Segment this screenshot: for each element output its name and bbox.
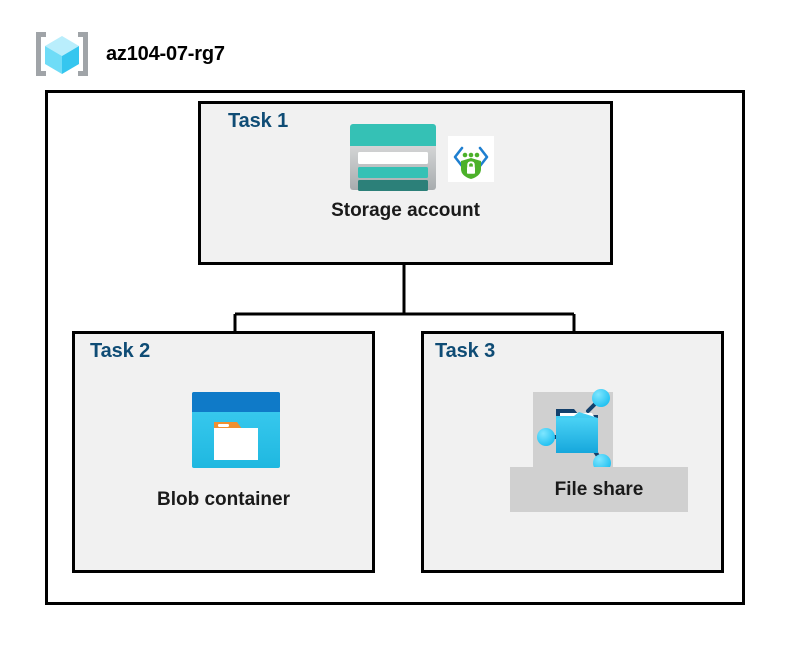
- task-3-label: Task 3: [435, 340, 496, 362]
- blob-container-caption: Blob container: [156, 489, 290, 510]
- secure-endpoint-shield-icon: [448, 136, 494, 182]
- page-title: az104-07-rg7: [106, 42, 225, 65]
- resource-group-header: az104-07-rg7: [32, 28, 225, 80]
- file-share-icon: [530, 385, 620, 477]
- task-2-label: Task 2: [90, 340, 151, 362]
- file-share-caption: File share: [510, 467, 688, 512]
- resource-group-icon: [36, 32, 88, 76]
- blob-container-icon: [190, 390, 282, 470]
- task-1-label: Task 1: [228, 110, 289, 132]
- storage-account-icon: [348, 122, 438, 192]
- storage-account-caption: Storage account: [331, 200, 480, 221]
